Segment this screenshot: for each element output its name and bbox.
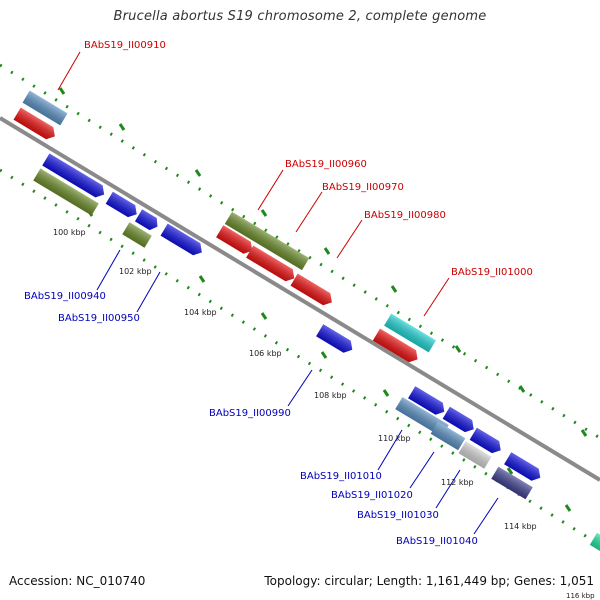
gene-blue-c[interactable] xyxy=(134,209,161,232)
outer-dotted-track xyxy=(0,63,600,440)
scale-label: 102 kbp xyxy=(119,267,152,276)
gene-red-00910[interactable] xyxy=(13,107,59,143)
callouts-bottom xyxy=(96,249,499,535)
map-title: Brucella abortus S19 chromosome 2, compl… xyxy=(113,9,487,24)
gene-olive-a[interactable] xyxy=(33,168,99,216)
gene-blue-h[interactable] xyxy=(504,452,544,484)
chromosome-backbone xyxy=(0,116,600,482)
scale-tick-marks xyxy=(58,87,588,512)
gene-label-bottom[interactable]: BAbS19_II00950 xyxy=(58,313,140,324)
gene-blue-f[interactable] xyxy=(442,406,478,435)
scale-label: 104 kbp xyxy=(184,308,217,317)
scale-labels: 100 kbp 102 kbp 104 kbp 106 kbp 108 kbp … xyxy=(53,228,595,600)
gene-cyan-01000[interactable] xyxy=(384,313,436,353)
gene-label-top[interactable]: BAbS19_II01000 xyxy=(451,267,533,278)
gene-blue-g[interactable] xyxy=(469,427,505,456)
gene-red-00980[interactable] xyxy=(290,273,336,309)
gene-blue-a[interactable] xyxy=(42,153,107,200)
gene-olive-b[interactable] xyxy=(122,222,152,248)
gene-blue-e[interactable] xyxy=(408,386,448,418)
scale-label: 114 kbp xyxy=(504,522,537,531)
gene-red-00960[interactable] xyxy=(216,225,256,257)
scale-label: 106 kbp xyxy=(249,349,282,358)
gene-label-bottom[interactable]: BAbS19_II01010 xyxy=(300,471,382,482)
callouts-top xyxy=(57,51,450,317)
gene-navy-01040[interactable] xyxy=(491,466,533,500)
topology-summary: Topology: circular; Length: 1,161,449 bp… xyxy=(264,574,594,588)
gene-label-bottom[interactable]: BAbS19_II00990 xyxy=(209,408,291,419)
scale-label: 112 kbp xyxy=(441,478,474,487)
gene-red-00970[interactable] xyxy=(246,245,298,285)
bottom-strand-labels: BAbS19_II00940 BAbS19_II00950 BAbS19_II0… xyxy=(24,291,478,547)
top-strand-labels: BAbS19_II00910 BAbS19_II00960 BAbS19_II0… xyxy=(84,40,533,278)
scale-label: 100 kbp xyxy=(53,228,86,237)
gene-label-top[interactable]: BAbS19_II00980 xyxy=(364,210,446,221)
inner-dotted-track xyxy=(0,168,600,547)
gene-olive-00960[interactable] xyxy=(224,211,310,271)
gene-blocks xyxy=(13,90,600,556)
gene-blue-b[interactable] xyxy=(105,191,141,220)
gene-label-bottom[interactable]: BAbS19_II00940 xyxy=(24,291,106,302)
gene-blue-00990[interactable] xyxy=(316,324,356,356)
gene-label-top[interactable]: BAbS19_II00960 xyxy=(285,159,367,170)
gene-grey-01030[interactable] xyxy=(458,441,492,469)
gene-red-01000[interactable] xyxy=(372,328,421,366)
gene-label-bottom[interactable]: BAbS19_II01030 xyxy=(357,510,439,521)
gene-blue-d[interactable] xyxy=(160,223,206,259)
gene-label-top[interactable]: BAbS19_II00970 xyxy=(322,182,404,193)
gene-label-bottom[interactable]: BAbS19_II01020 xyxy=(331,490,413,501)
accession-text: Accession: NC_010740 xyxy=(9,574,146,588)
gene-teal-partial[interactable] xyxy=(589,532,600,556)
scale-label: 116 kbp xyxy=(566,592,595,600)
gene-label-bottom[interactable]: BAbS19_II01040 xyxy=(396,536,478,547)
gene-steel-01020[interactable] xyxy=(430,421,466,451)
scale-label: 110 kbp xyxy=(378,434,411,443)
gene-label-top[interactable]: BAbS19_II00910 xyxy=(84,40,166,51)
gene-steel-00910[interactable] xyxy=(22,90,68,126)
scale-label: 108 kbp xyxy=(314,391,347,400)
